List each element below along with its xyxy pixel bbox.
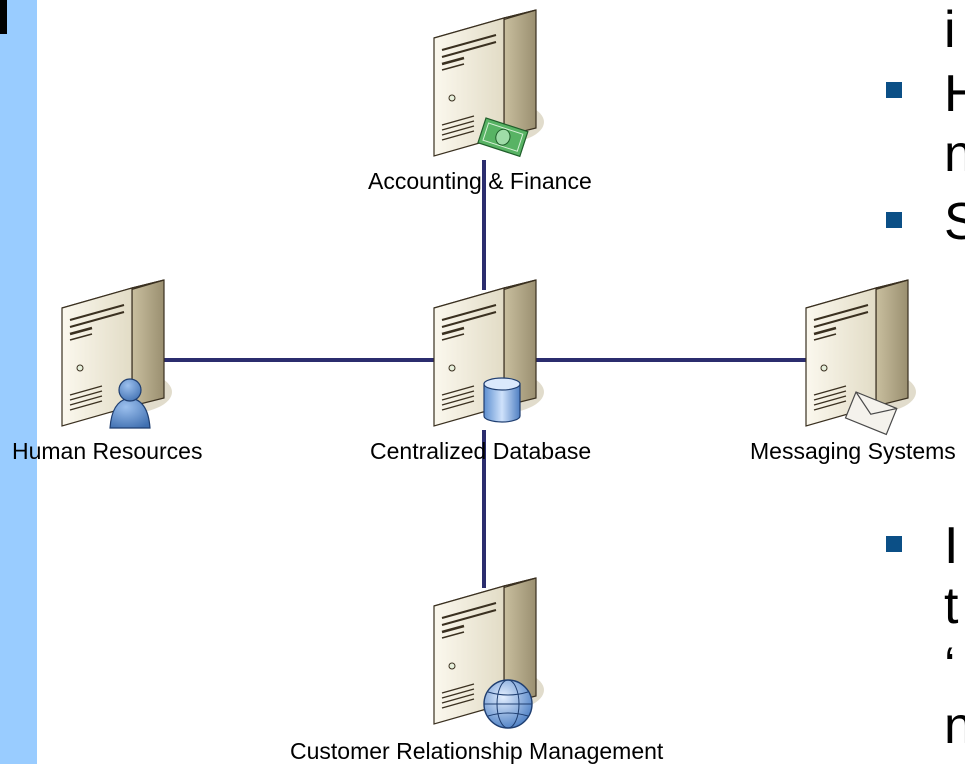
server-crm xyxy=(432,576,546,729)
server-messaging xyxy=(804,278,918,436)
server-accounting xyxy=(432,8,546,158)
slide-text-fragment: n xyxy=(944,697,965,755)
money-icon xyxy=(477,117,529,158)
corner-mark xyxy=(0,0,7,34)
slide-text-fragment: i xyxy=(944,1,956,59)
label-hr: Human Resources xyxy=(12,438,203,464)
slide-text-fragment: H xyxy=(944,65,965,123)
bullet-marker xyxy=(886,212,902,228)
connector-lines xyxy=(160,160,808,588)
slide-text-fragment: t xyxy=(944,577,959,635)
slide-text-fragment: ‘ xyxy=(944,637,956,695)
database-icon xyxy=(483,377,521,423)
label-accounting: Accounting & Finance xyxy=(368,168,592,194)
slide-text-fragment: n xyxy=(944,125,965,183)
slide-text-fragment: I xyxy=(944,517,959,575)
bullet-marker xyxy=(886,536,902,552)
label-crm: Customer Relationship Management xyxy=(290,738,664,764)
slide-text-fragment: S xyxy=(944,193,965,251)
slide-sidebar-accent xyxy=(0,0,37,764)
label-hub: Centralized Database xyxy=(370,438,592,464)
label-messaging: Messaging Systems xyxy=(750,438,956,464)
server-hr xyxy=(60,278,174,429)
server-hub-database xyxy=(432,278,546,428)
envelope-icon xyxy=(844,391,898,436)
globe-icon xyxy=(483,679,533,729)
bullet-marker xyxy=(886,82,902,98)
user-icon xyxy=(109,378,151,429)
